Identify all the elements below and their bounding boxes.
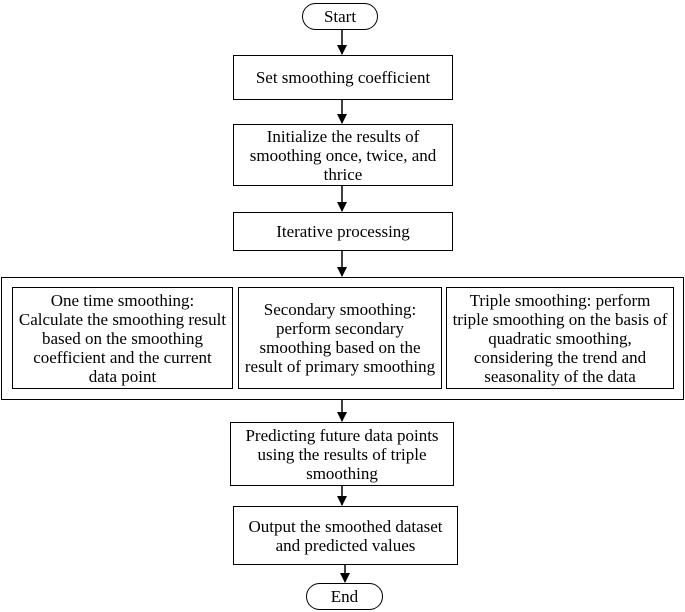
predict-node: Predicting future data points using the … xyxy=(230,422,454,486)
iterate-node: Iterative processing xyxy=(233,212,453,251)
predict-label: Predicting future data points using the … xyxy=(245,425,439,483)
end-node: End xyxy=(306,583,383,610)
triple-smoothing-node: Triple smoothing: perform triple smoothi… xyxy=(446,287,674,389)
set-coefficient-node: Set smoothing coefficient xyxy=(233,55,453,100)
one-time-smoothing-label: One time smoothing: Calculate the smooth… xyxy=(18,290,227,386)
output-label: Output the smoothed dataset and predicte… xyxy=(248,516,443,555)
secondary-smoothing-label: Secondary smoothing: perform secondary s… xyxy=(244,300,436,376)
initialize-node: Initialize the results of smoothing once… xyxy=(233,124,453,186)
one-time-smoothing-node: One time smoothing: Calculate the smooth… xyxy=(12,287,233,389)
start-node: Start xyxy=(302,3,378,30)
end-label: End xyxy=(330,587,359,606)
initialize-label: Initialize the results of smoothing once… xyxy=(249,126,437,184)
triple-smoothing-label: Triple smoothing: perform triple smoothi… xyxy=(452,290,668,386)
set-coefficient-label: Set smoothing coefficient xyxy=(255,68,431,87)
output-node: Output the smoothed dataset and predicte… xyxy=(233,506,458,565)
secondary-smoothing-node: Secondary smoothing: perform secondary s… xyxy=(238,287,442,389)
iterate-label: Iterative processing xyxy=(276,222,410,241)
start-label: Start xyxy=(323,7,357,26)
